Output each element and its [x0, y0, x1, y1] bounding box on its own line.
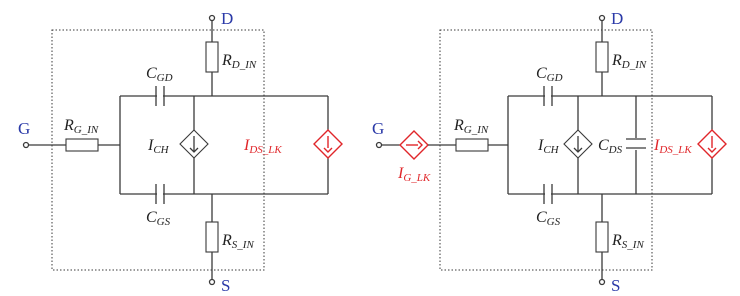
left-rd-label: RD_IN: [221, 52, 257, 71]
left-idslk-label: IDS_LK: [243, 137, 282, 156]
right-gate-label: G: [372, 119, 384, 138]
left-gate-label: G: [18, 119, 30, 138]
left-drain-terminal: [208, 14, 216, 22]
right-gate-terminal: [375, 141, 383, 149]
right-cds-label: CDS: [598, 137, 623, 156]
left-drain-label: D: [221, 9, 233, 28]
right-rs-label: RS_IN: [611, 232, 644, 251]
right-rd-resistor: [595, 41, 609, 73]
right-source-terminal: [598, 278, 606, 286]
right-drain-terminal: [598, 14, 606, 22]
left-gate-terminal: [22, 141, 30, 149]
right-ich-label: ICH: [537, 137, 560, 156]
right-cgd-label: CGD: [536, 65, 563, 84]
right-cgs-label: CGS: [536, 209, 561, 228]
left-rg-label: RG_IN: [63, 117, 99, 136]
left-circuit: D RD_IN CGD G RG_IN ICH IDS_LK: [18, 9, 343, 295]
right-idslk-label: IDS_LK: [653, 137, 692, 156]
right-circuit: D RD_IN CGD G IG_LK RG_IN ICH: [372, 9, 727, 295]
right-rg-label: RG_IN: [453, 117, 489, 136]
left-ich-label: ICH: [147, 137, 170, 156]
left-rg-resistor: [65, 138, 99, 152]
right-drain-label: D: [611, 9, 623, 28]
left-rs-label: RS_IN: [221, 232, 254, 251]
left-rs-resistor: [205, 221, 219, 253]
left-rd-resistor: [205, 41, 219, 73]
left-source-terminal: [208, 278, 216, 286]
left-source-label: S: [221, 276, 230, 295]
left-cgs-label: CGS: [146, 209, 171, 228]
right-rg-resistor: [455, 138, 489, 152]
left-cgd-label: CGD: [146, 65, 173, 84]
right-rd-label: RD_IN: [611, 52, 647, 71]
right-source-label: S: [611, 276, 620, 295]
right-rs-resistor: [595, 221, 609, 253]
left-device-boundary: [51, 29, 265, 271]
right-device-boundary: [439, 29, 653, 271]
right-iglk-label: IG_LK: [397, 165, 431, 184]
